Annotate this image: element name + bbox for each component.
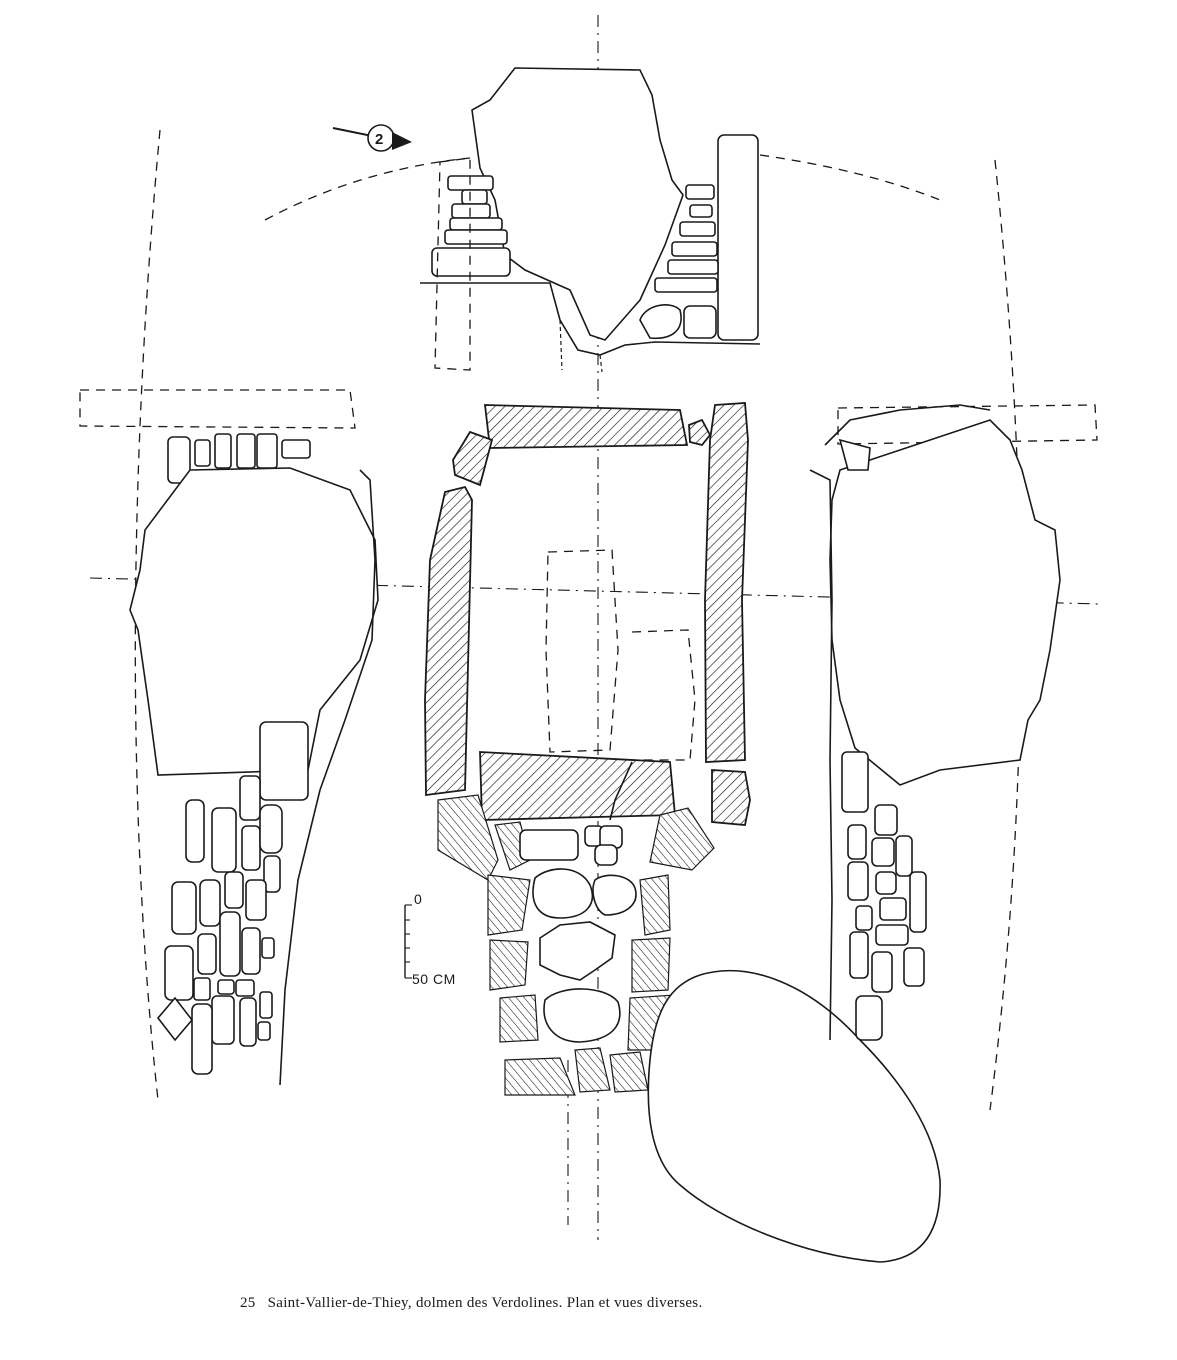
scale-end-label: 50 CM bbox=[412, 971, 456, 987]
central-plan-view bbox=[424, 402, 941, 1263]
top-elevation-view bbox=[420, 67, 761, 373]
figure-caption: 25 Saint-Vallier-de-Thiey, dolmen des Ver… bbox=[240, 1295, 960, 1312]
figure-caption-text: Saint-Vallier-de-Thiey, dolmen des Verdo… bbox=[267, 1295, 703, 1311]
north-arrow-icon: 2 bbox=[332, 124, 412, 152]
scale-bar: 0 50 CM bbox=[404, 891, 456, 987]
scale-start-label: 0 bbox=[414, 891, 422, 907]
right-lateral-view bbox=[809, 404, 1098, 1041]
left-lateral-view bbox=[79, 389, 379, 1086]
figure-number: 25 bbox=[240, 1295, 256, 1311]
svg-text:2: 2 bbox=[375, 131, 383, 148]
